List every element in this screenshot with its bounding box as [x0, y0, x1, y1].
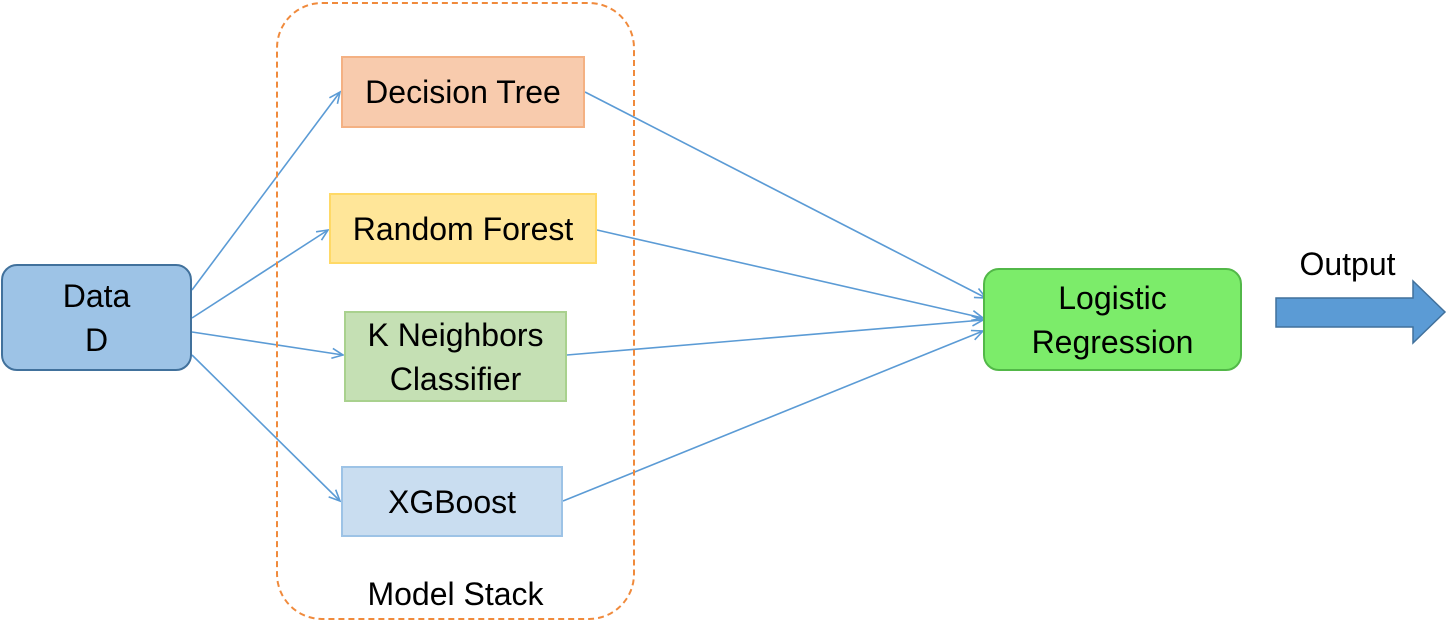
edge-data-to-decision-tree: [191, 90, 342, 291]
edge-data-to-xgboost: [191, 354, 342, 503]
edge-decision-tree-to-lr: [584, 91, 988, 299]
edge-data-to-knn: [191, 331, 345, 360]
edge-random-forest-to-lr: [596, 229, 985, 322]
output-label: Output: [1299, 246, 1396, 282]
xgboost-node: XGBoost: [341, 466, 563, 537]
model-stack-label: Model Stack: [367, 576, 544, 612]
edge-data-to-random-forest: [191, 228, 330, 319]
random-forest-node: Random Forest: [329, 193, 597, 264]
output-arrow: [1275, 279, 1447, 345]
edge-knn-to-lr: [566, 315, 985, 356]
k-neighbors-classifier-node: K Neighbors Classifier: [344, 311, 567, 402]
decision-tree-node: Decision Tree: [341, 56, 585, 128]
logistic-regression-node: Logistic Regression: [983, 268, 1242, 371]
model-stack-group: [276, 2, 635, 620]
data-node: Data D: [1, 264, 192, 371]
